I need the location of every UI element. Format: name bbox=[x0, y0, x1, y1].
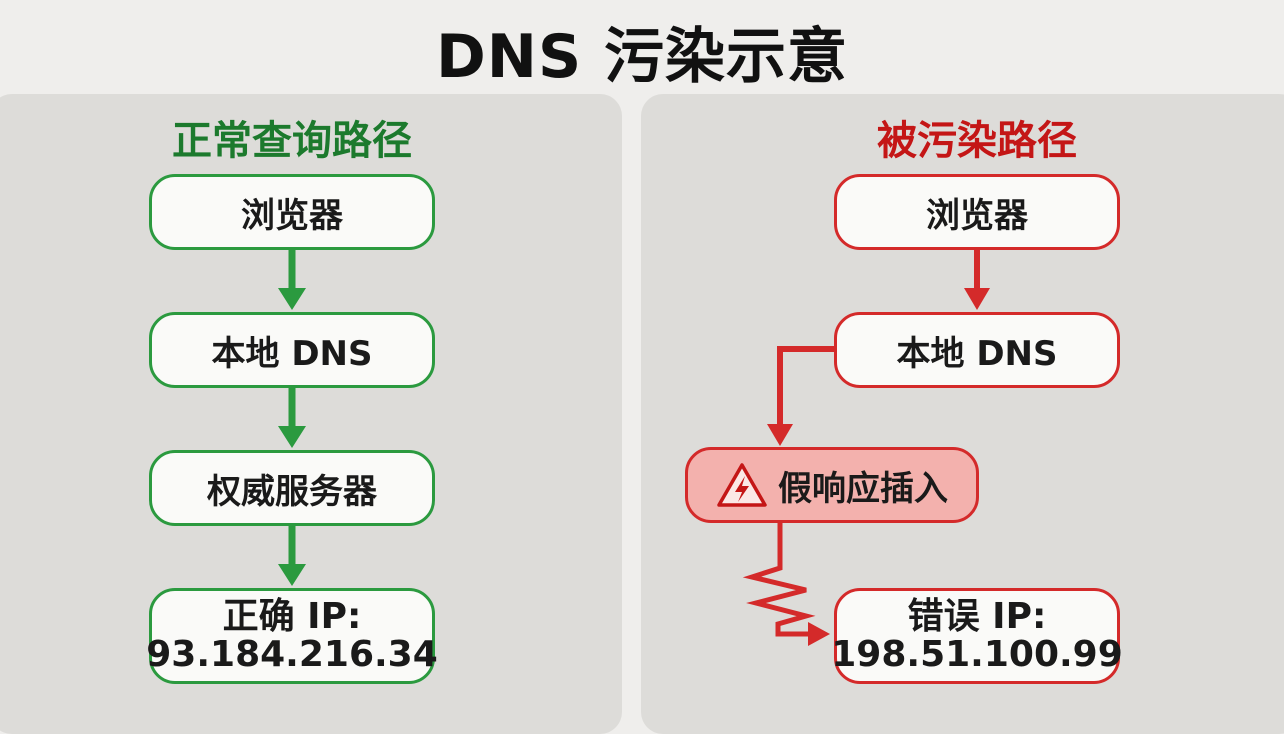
fake-response-label: 假响应插入 bbox=[778, 468, 948, 509]
correct-ip-box: 正确 IP: 93.184.216.34 bbox=[146, 588, 438, 684]
correct-ip-label: 正确 IP: bbox=[222, 596, 362, 637]
fake-response-box: 假响应插入 bbox=[685, 447, 979, 523]
normal-local-dns-label: 本地 DNS bbox=[211, 333, 373, 374]
arrow-head bbox=[767, 424, 793, 446]
normal-path-heading: 正常查询路径 bbox=[172, 118, 412, 164]
poisoned-local-dns-box: 本地 DNS bbox=[834, 312, 1120, 388]
authoritative-server-box: 权威服务器 bbox=[149, 450, 435, 526]
wrong-ip-box: 错误 IP: 198.51.100.99 bbox=[831, 588, 1123, 684]
page-title: DNS 污染示意 bbox=[435, 22, 849, 92]
arrow-head bbox=[808, 622, 830, 646]
arrow-head bbox=[278, 564, 306, 586]
arrow-head bbox=[278, 288, 306, 310]
flow-arrows bbox=[278, 250, 990, 646]
authoritative-server-label: 权威服务器 bbox=[207, 471, 377, 512]
wrong-ip-label: 错误 IP: bbox=[907, 596, 1047, 637]
correct-ip-value: 93.184.216.34 bbox=[146, 634, 438, 675]
poisoned-browser-label: 浏览器 bbox=[926, 195, 1028, 236]
arrow-local-dns-to-fake bbox=[777, 346, 834, 426]
arrow-head bbox=[278, 426, 306, 448]
arrow-head bbox=[964, 288, 990, 310]
poisoned-path-heading: 被污染路径 bbox=[877, 118, 1077, 164]
normal-browser-label: 浏览器 bbox=[241, 195, 343, 236]
warning-lightning-icon bbox=[717, 463, 767, 507]
normal-local-dns-box: 本地 DNS bbox=[149, 312, 435, 388]
poisoned-browser-box: 浏览器 bbox=[834, 174, 1120, 250]
poisoned-local-dns-label: 本地 DNS bbox=[896, 333, 1058, 374]
wrong-ip-value: 198.51.100.99 bbox=[831, 634, 1123, 675]
arrow-fake-to-wrong-ip bbox=[742, 522, 816, 637]
normal-browser-box: 浏览器 bbox=[149, 174, 435, 250]
